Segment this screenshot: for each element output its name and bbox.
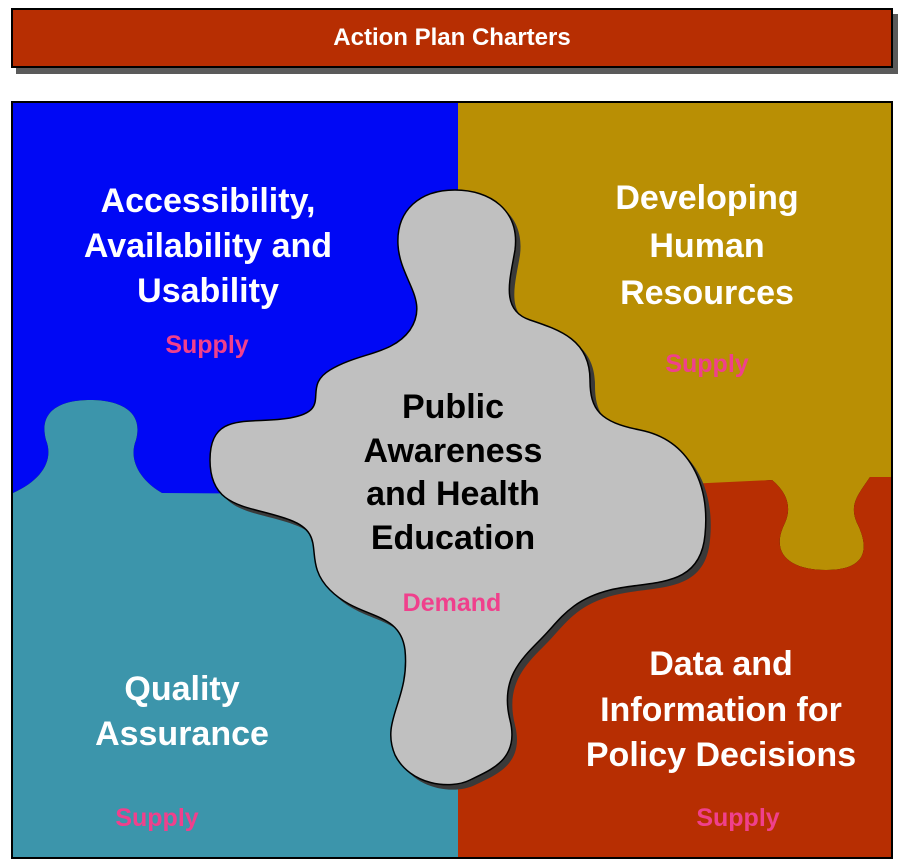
title-banner: Action Plan Charters [11, 8, 893, 68]
bottom-right-label-line-1: Data and [649, 645, 793, 683]
bottom-right-supply-tag: Supply [696, 804, 779, 832]
top-right-label-line-2: Human [649, 227, 764, 265]
center-label-line-3: and Health [366, 475, 540, 513]
page-title: Action Plan Charters [333, 24, 571, 51]
top-left-label-group: Accessibility, Availability and Usabilit… [84, 182, 332, 310]
center-label-line-2: Awareness [364, 432, 543, 470]
top-left-label-line-3: Usability [137, 272, 279, 310]
bottom-right-label-line-3: Policy Decisions [586, 736, 856, 774]
bottom-right-label-line-2: Information for [600, 691, 842, 729]
center-label-line-1: Public [402, 388, 504, 426]
top-left-label-line-2: Availability and [84, 227, 332, 265]
top-right-label-line-3: Resources [620, 274, 794, 312]
piece-center [209, 189, 707, 786]
top-left-label-line-1: Accessibility, [101, 182, 316, 220]
top-left-supply-tag: Supply [165, 331, 248, 359]
center-demand-tag: Demand [403, 589, 502, 617]
bottom-left-label-line-2: Assurance [95, 715, 269, 753]
top-right-label-line-1: Developing [615, 179, 798, 217]
top-right-supply-tag: Supply [665, 350, 748, 378]
bottom-left-label-line-1: Quality [124, 670, 239, 708]
bottom-left-supply-tag: Supply [115, 804, 198, 832]
center-label-line-4: Education [371, 519, 535, 557]
